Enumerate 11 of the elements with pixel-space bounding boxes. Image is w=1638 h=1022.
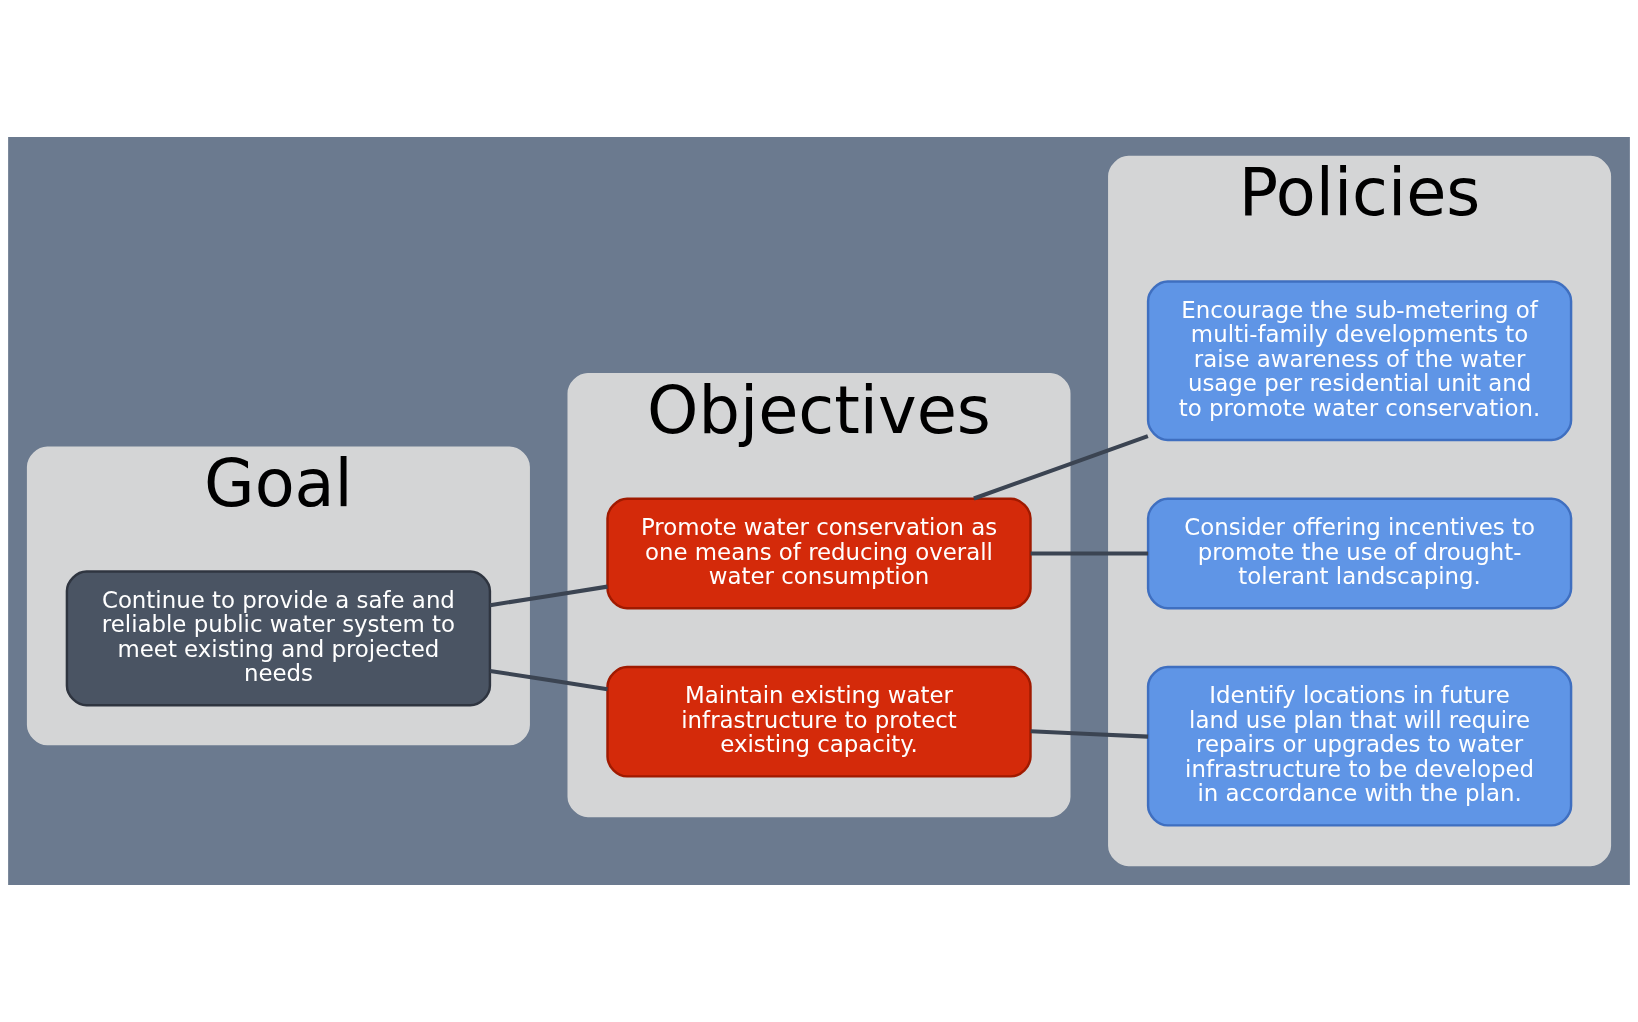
connector [489, 584, 608, 608]
node-box: Identify locations in future land use plan that will require repairs or upgrades to water infrastructure to be developed in accordance with the plan. [1146, 665, 1573, 827]
connector [489, 668, 608, 692]
node-box: Consider offering incentives to promote the use of drought-tolerant landscaping. [1146, 497, 1573, 610]
node-box: Promote water conservation as one means of reducing overall water consumption [606, 497, 1032, 610]
connector [973, 434, 1149, 501]
connector [1030, 729, 1149, 739]
node-box: Encourage the sub-metering of multi-family developments to raise awareness of the water usage per residential unit and to promote water conservation. [1146, 280, 1573, 442]
connector [1030, 551, 1149, 556]
node-box: Maintain existing water infrastructure to protect existing capacity. [606, 665, 1032, 778]
node-box: Continue to provide a safe and reliable public water system to meet existing and projected needs [65, 570, 492, 707]
